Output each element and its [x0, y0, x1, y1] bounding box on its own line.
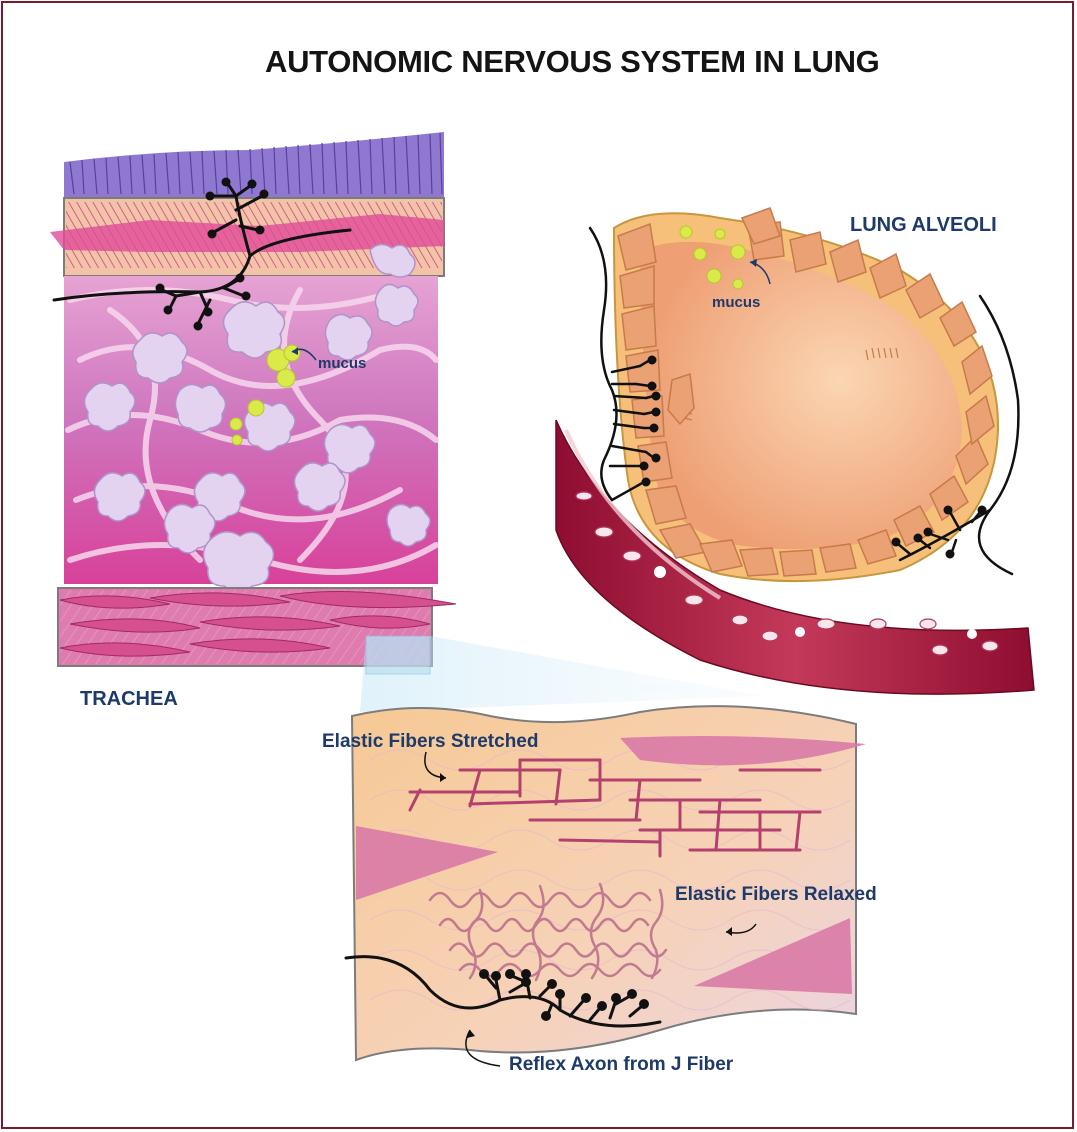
detail-muscle-wedge-top: [620, 736, 866, 766]
elastic-fibers-stretched: [408, 758, 822, 858]
trachea-muscle-cells: [59, 591, 457, 657]
trachea-nerve-endings: [155, 177, 269, 331]
alveolus-nerve-right-endings: [891, 505, 987, 559]
reflex-axon-endings: [479, 969, 649, 1021]
alveolus-lumen: [640, 241, 962, 550]
reflex-axon-label: Reflex Axon from J Fiber: [509, 1054, 734, 1075]
alveolus-section: [555, 207, 1035, 695]
trachea-glands: [83, 243, 431, 593]
trachea-cilia-strokes: [69, 132, 443, 195]
blood-vessel: [555, 419, 1035, 695]
alveoli-mucus-label: mucus: [712, 294, 761, 311]
elastic-fibers-stretched-label: Elastic Fibers Stretched: [322, 731, 539, 752]
detail-muscle-wedge-right: [694, 918, 852, 994]
page-title: AUTONOMIC NERVOUS SYSTEM IN LUNG: [265, 44, 880, 79]
zoom-source-box: [365, 635, 431, 675]
blood-cells: [575, 491, 999, 656]
detail-texture: [369, 749, 851, 1011]
trachea-label: TRACHEA: [80, 688, 178, 710]
zoom-beam: [360, 636, 764, 712]
trachea-mucus-droplets: [229, 344, 301, 446]
trachea-nerve: [52, 182, 352, 326]
alveolus-nerve-left-endings: [639, 355, 661, 487]
white-cells: [654, 566, 977, 639]
detail-muscle-wedge-left: [356, 826, 498, 900]
alveoli-mucus-droplets: [679, 225, 746, 290]
alveolus-cells: [617, 207, 995, 577]
trachea-mucus-label: mucus: [318, 355, 367, 372]
alveolus-nerve-right: [896, 294, 1020, 576]
trachea-cilia-layer: [64, 132, 444, 198]
axon-arrow: [465, 1029, 501, 1067]
elastic-fibers-relaxed-label: Elastic Fibers Relaxed: [675, 884, 877, 905]
trachea-section: [50, 132, 457, 667]
lung-alveoli-label: LUNG ALVEOLI: [850, 214, 997, 236]
detail-panel: [344, 705, 866, 1067]
